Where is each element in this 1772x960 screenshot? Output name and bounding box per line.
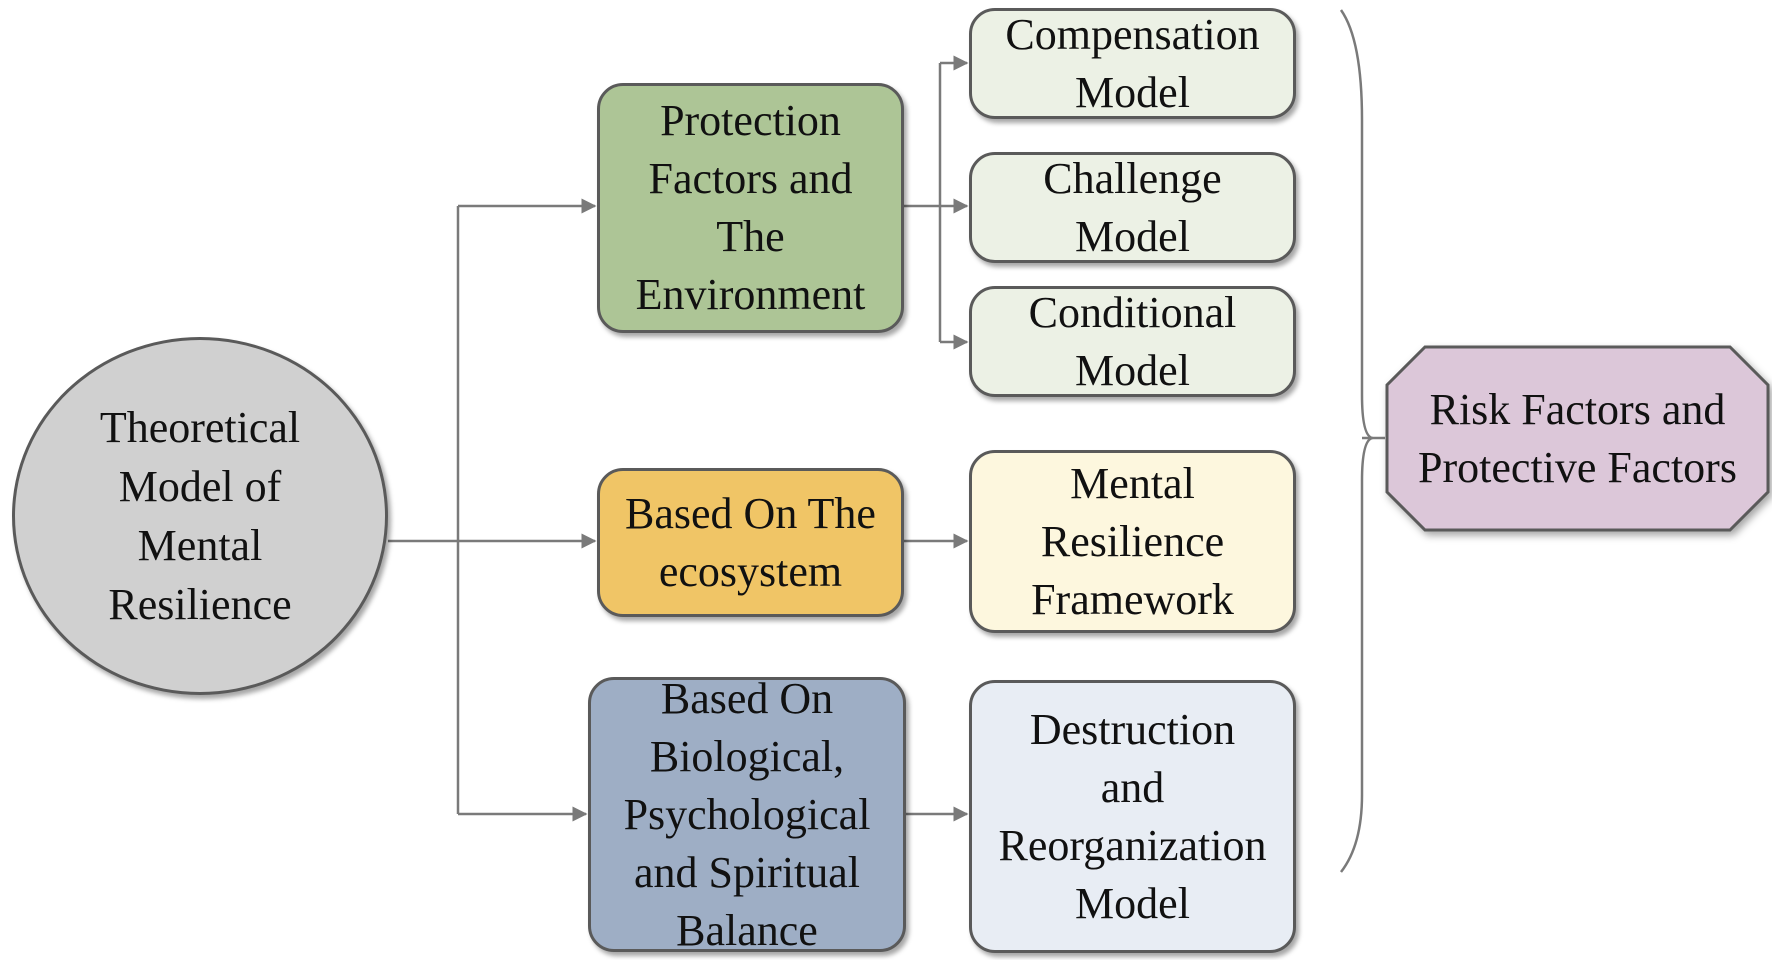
ecosystem-node: Based On The ecosystem bbox=[597, 468, 904, 617]
destruction-line: Reorganization bbox=[998, 820, 1267, 870]
outcome-line: Protective Factors bbox=[1418, 442, 1737, 492]
framework-line: Resilience bbox=[1040, 516, 1225, 566]
balance-line: Biological, bbox=[649, 731, 845, 781]
protection-factors-node: Protection Factors and The Environment bbox=[597, 83, 904, 333]
grouping-brace bbox=[1339, 9, 1377, 873]
challenge-model-node: Challenge Model bbox=[969, 152, 1296, 263]
balance-line: and Spiritual bbox=[633, 847, 861, 897]
challenge-line: Model bbox=[1075, 211, 1190, 261]
challenge-line: Challenge bbox=[1043, 153, 1222, 203]
outcome-line: Risk Factors and bbox=[1429, 384, 1726, 434]
conditional-line: Conditional bbox=[1028, 287, 1237, 337]
balance-line: Based On bbox=[660, 673, 834, 723]
mental-resilience-framework-node: Mental Resilience Framework bbox=[969, 450, 1296, 633]
protection-line: Environment bbox=[635, 270, 866, 319]
conditional-model-node: Conditional Model bbox=[969, 286, 1296, 397]
framework-line: Framework bbox=[1031, 574, 1234, 624]
protection-line: The bbox=[716, 212, 785, 261]
destruction-reorganization-node: Destruction and Reorganization Model bbox=[969, 680, 1296, 953]
root-line: Resilience bbox=[108, 580, 292, 629]
risk-protective-factors-node: Risk Factors and Protective Factors bbox=[1385, 345, 1770, 532]
balance-node: Based On Biological, Psychological and S… bbox=[588, 674, 906, 955]
destruction-line: and bbox=[1100, 762, 1165, 812]
protection-line: Factors and bbox=[648, 154, 853, 203]
root-theoretical-model-node: Theoretical Model of Mental Resilience bbox=[12, 337, 388, 695]
root-line: Mental bbox=[137, 521, 263, 570]
root-line: Model of bbox=[118, 462, 282, 511]
compensation-model-node: Compensation Model bbox=[969, 8, 1296, 119]
octagon-shape bbox=[1385, 345, 1770, 532]
balance-line: Psychological bbox=[623, 789, 871, 839]
compensation-line: Compensation bbox=[1005, 9, 1260, 59]
ecosystem-line: ecosystem bbox=[658, 546, 843, 596]
framework-line: Mental bbox=[1070, 458, 1195, 508]
destruction-line: Destruction bbox=[1029, 704, 1236, 754]
outcome-label: Risk Factors and Protective Factors bbox=[1385, 345, 1770, 532]
root-line: Theoretical bbox=[99, 403, 301, 452]
compensation-line: Model bbox=[1075, 67, 1190, 117]
conditional-line: Model bbox=[1075, 345, 1190, 395]
balance-line: Balance bbox=[676, 905, 818, 955]
destruction-line: Model bbox=[1075, 878, 1190, 928]
protection-line: Protection bbox=[660, 96, 841, 145]
ecosystem-line: Based On The bbox=[625, 488, 876, 538]
